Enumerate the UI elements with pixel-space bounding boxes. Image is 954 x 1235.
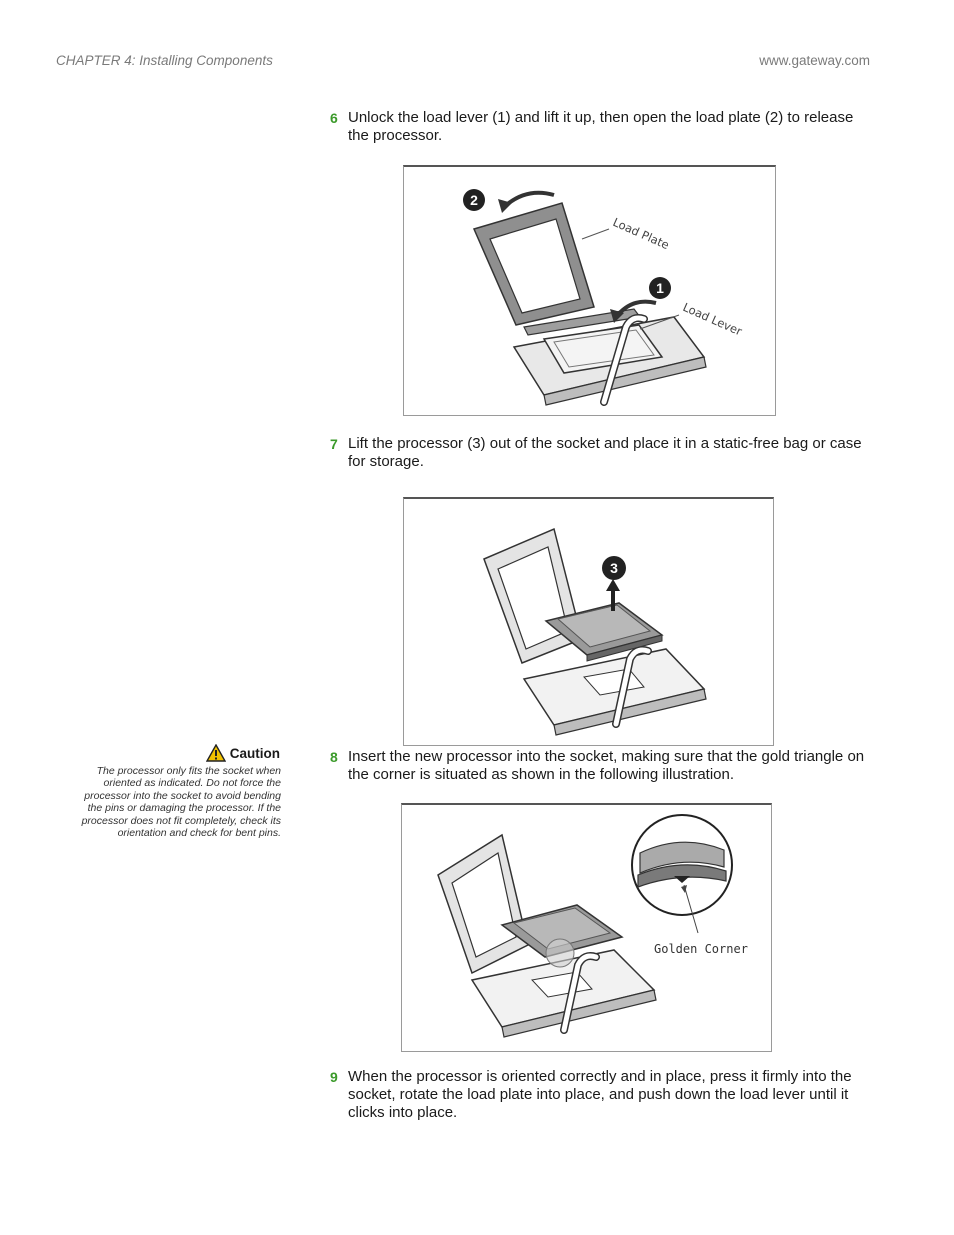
marker-2: 2	[470, 192, 478, 208]
step-6: 6 Unlock the load lever (1) and lift it …	[330, 109, 875, 145]
label-golden-corner: Golden Corner	[654, 942, 748, 956]
label-load-plate: Load Plate	[611, 215, 672, 252]
step-number: 6	[330, 110, 338, 126]
lift-processor-illustration: 3	[483, 527, 707, 736]
step-number: 7	[330, 436, 338, 452]
step-text: Lift the processor (3) out of the socket…	[348, 435, 862, 470]
label-load-lever: Load Lever	[681, 300, 745, 339]
step-text: When the processor is oriented correctly…	[348, 1068, 852, 1121]
figure-lift-processor: 3	[403, 497, 774, 746]
step-text: Unlock the load lever (1) and lift it up…	[348, 109, 854, 144]
step-number: 8	[330, 749, 338, 765]
caution-heading: Caution	[205, 744, 280, 762]
marker-3: 3	[610, 560, 618, 576]
caution-title: Caution	[229, 745, 280, 761]
step-text: Insert the new processor into the socket…	[348, 748, 865, 783]
chapter-header: CHAPTER 4: Installing Components	[56, 53, 273, 68]
step-7: 7 Lift the processor (3) out of the sock…	[330, 435, 875, 471]
caution-body: The processor only fits the socket when …	[81, 765, 281, 840]
website-url[interactable]: www.gateway.com	[759, 53, 870, 68]
figure-golden-corner: Golden Corner	[401, 803, 772, 1052]
step-number: 9	[330, 1069, 338, 1085]
golden-corner-illustration: Golden Corner	[437, 814, 748, 1038]
socket-open-illustration: 2 1 Load Plate Load Lever	[463, 189, 745, 406]
step-9: 9 When the processor is oriented correct…	[330, 1068, 875, 1122]
figure-unlock-lever: 2 1 Load Plate Load Lever	[403, 165, 776, 416]
warning-triangle-icon	[205, 744, 226, 762]
marker-1: 1	[656, 280, 664, 296]
step-8: 8 Insert the new processor into the sock…	[330, 748, 875, 784]
